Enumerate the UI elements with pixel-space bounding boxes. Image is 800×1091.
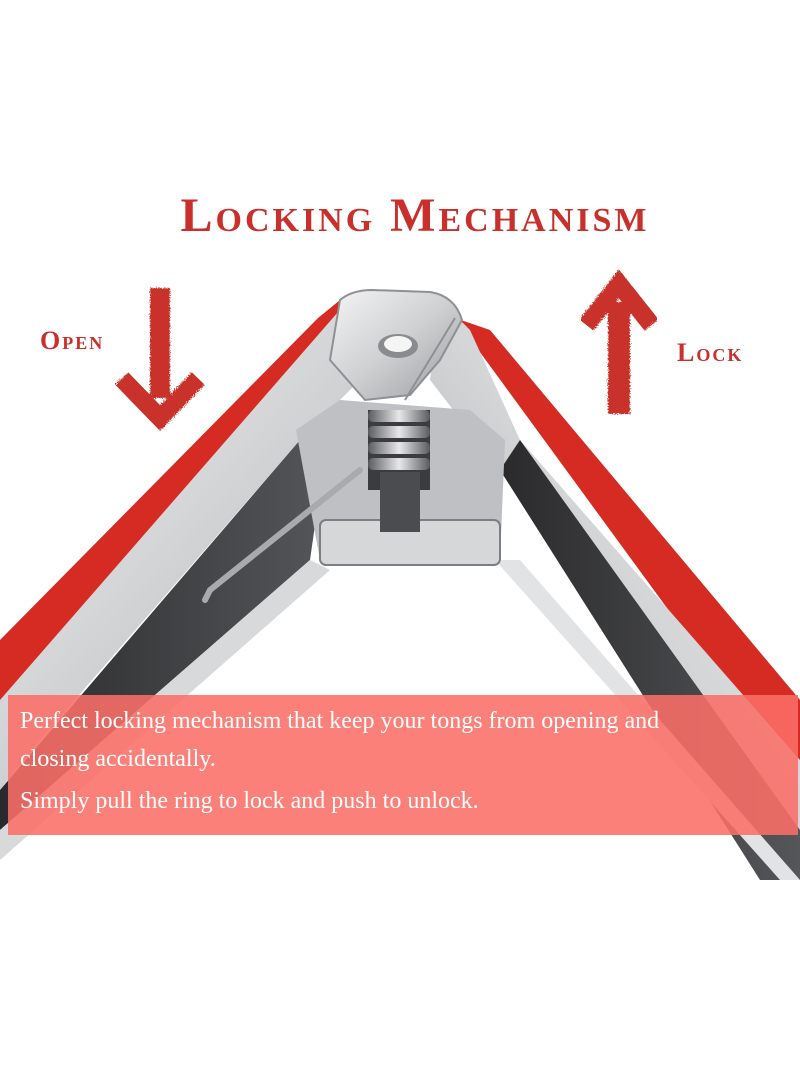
arrow-up-icon [579,269,659,414]
page-title: Locking Mechanism [180,189,650,242]
open-label: Open [40,326,105,355]
caption-line-1: Perfect locking mechanism that keep your… [20,708,660,734]
lock-label: Lock [677,338,744,367]
arrow-down-icon [115,288,205,431]
spring [368,410,430,532]
caption-line-3: Simply pull the ring to lock and push to… [20,788,479,814]
caption-line-2: closing accidentally. [20,746,216,772]
lock-wire [202,467,363,603]
caption-box [8,695,798,835]
